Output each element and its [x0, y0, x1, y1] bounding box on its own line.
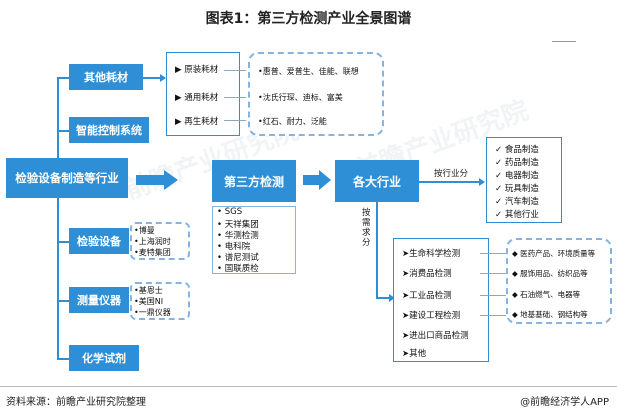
brand-list: •红石、耐力、泛能 [258, 117, 327, 126]
industry-item: ✓ 食品制造 [495, 145, 539, 155]
connector-line [480, 273, 506, 274]
demand-item: ➤工业品检测 [402, 291, 452, 301]
source-note: 资料来源：前瞻产业研究院整理 [6, 397, 146, 408]
demand-item: ➤生命科学检测 [402, 249, 461, 259]
arrow-icon [479, 178, 485, 186]
brand-credit: @前瞻经济学人APP [520, 397, 609, 408]
by-industry-label: 按行业分 [434, 169, 469, 179]
by-demand-label: 按需求分 [362, 208, 371, 248]
connector-line [480, 315, 506, 316]
node-label: 智能控制系统 [76, 124, 142, 137]
node-inspection-equipment: 检验设备 [69, 228, 129, 254]
connector-line [376, 202, 378, 298]
brand-list: •沈氏行琛、迪标、富美 [258, 93, 343, 102]
company-item: •一鼎仪器 [134, 308, 171, 317]
company-item: •基恩士 [134, 286, 163, 295]
demand-list-box: ➤生命科学检测 ➤消费品检测 ➤工业品检测 ➤建设工程检测 ➤进出口商品检测 ➤… [393, 238, 489, 362]
example-item: ◆ 服饰用品、纺织品等 [512, 269, 588, 278]
node-smart-control: 智能控制系统 [69, 117, 149, 143]
flow-arrow-icon [136, 170, 178, 190]
consumable-type: ▶ 通用耗材 [175, 93, 219, 103]
node-label: 测量仪器 [77, 294, 121, 307]
example-item: ◆ 医药产品、环境质量等 [512, 249, 596, 258]
company-item: •上海润时 [134, 237, 171, 246]
root-node-label: 检验设备制造等行业 [15, 171, 119, 185]
demand-item: ➤建设工程检测 [402, 311, 461, 321]
example-item: ◆ 石油燃气、电器等 [512, 290, 581, 299]
company-item: •美国NI [134, 297, 164, 306]
demand-item: ➤消费品检测 [402, 269, 452, 279]
demand-examples-box: ◆ 医药产品、环境质量等 ◆ 服饰用品、纺织品等 ◆ 石油燃气、电器等 ◆ 地基… [506, 238, 612, 324]
consumable-type: ▶ 原装耗材 [175, 65, 219, 75]
equipment-companies-box: •博曼 •上海润时 •麦特集团 [130, 222, 190, 260]
industry-item: ✓ 电器制造 [495, 171, 539, 181]
brand-list: •惠普、爱普生、佳能、联想 [258, 67, 359, 76]
page-title: 图表1：第三方检测产业全景图谱 [205, 11, 412, 27]
flow-arrow-icon [303, 170, 331, 190]
company-item: • 电科院 [217, 242, 251, 252]
industry-list-box: ✓ 食品制造 ✓ 药品制造 ✓ 电器制造 ✓ 玩具制造 ✓ 汽车制造 ✓ 其他行… [486, 137, 562, 223]
title-rule [552, 41, 576, 42]
example-item: ◆ 地基基础、钢结构等 [512, 310, 588, 319]
company-item: • SGS [217, 207, 243, 217]
industries-node: 各大行业 [335, 160, 419, 202]
connector-line [419, 181, 481, 183]
instrument-companies-box: •基恩士 •美国NI •一鼎仪器 [130, 282, 190, 320]
company-item: •麦特集团 [134, 248, 171, 257]
third-party-testing-node: 第三方检测 [212, 160, 296, 202]
footer-rule [0, 386, 617, 387]
company-item: • 天祥集团 [217, 220, 259, 230]
branch-line [57, 241, 69, 243]
consumable-brands-box: •惠普、爱普生、佳能、联想 •沈氏行琛、迪标、富美 •红石、耐力、泛能 [248, 52, 384, 136]
consumable-types-box: ▶ 原装耗材 ▶ 通用耗材 ▶ 再生耗材 [166, 52, 240, 136]
demand-item: ➤其他 [402, 349, 427, 359]
branch-line [57, 358, 69, 360]
connector-line [480, 295, 506, 296]
connector-line [224, 70, 246, 71]
company-item: • 华测检测 [217, 231, 259, 241]
company-item: • 国联质检 [217, 264, 259, 274]
industry-item: ✓ 玩具制造 [495, 184, 539, 194]
connector-line [143, 77, 165, 79]
connector-line [480, 253, 506, 254]
connector-line [376, 297, 392, 299]
node-label: 化学试剂 [82, 352, 126, 365]
node-chemical-reagents: 化学试剂 [69, 345, 139, 371]
node-label: 各大行业 [352, 174, 401, 189]
arrow-icon [389, 294, 395, 302]
node-label: 第三方检测 [223, 174, 284, 189]
branch-line [57, 77, 69, 79]
arrow-icon [160, 74, 166, 82]
node-label: 检验设备 [77, 235, 121, 248]
connector-line [224, 97, 246, 98]
testing-companies-box: • SGS • 天祥集团 • 华测检测 • 电科院 • 谱尼测试 • 国联质检 [212, 206, 296, 274]
company-item: • 谱尼测试 [217, 253, 259, 263]
industry-item: ✓ 汽车制造 [495, 197, 539, 207]
left-trunk-line [57, 77, 59, 359]
root-node: 检验设备制造等行业 [6, 158, 128, 198]
company-item: •博曼 [134, 226, 155, 235]
node-label: 其他耗材 [84, 71, 128, 84]
node-other-consumables: 其他耗材 [69, 64, 143, 90]
demand-item: ➤进出口商品检测 [402, 331, 469, 341]
branch-line [57, 300, 69, 302]
industry-item: ✓ 药品制造 [495, 158, 539, 168]
industry-item: ✓ 其他行业 [495, 210, 539, 220]
connector-line [224, 120, 246, 121]
node-measuring-instruments: 测量仪器 [69, 287, 129, 313]
consumable-type: ▶ 再生耗材 [175, 117, 219, 127]
branch-line [57, 130, 69, 132]
